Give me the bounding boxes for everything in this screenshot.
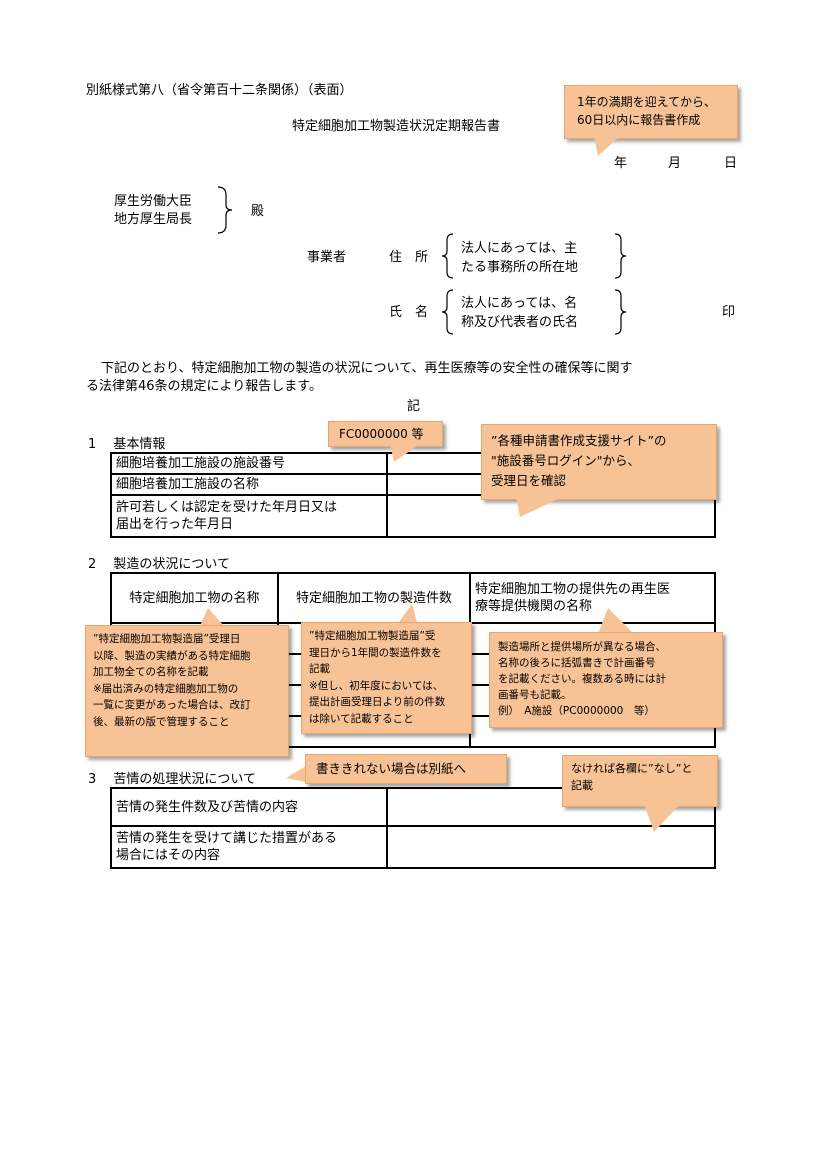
fc-number-text: FC0000000 等 bbox=[339, 427, 424, 441]
none-callout-tail bbox=[644, 804, 680, 832]
count-line-1: ”特定細胞加工物製造届”受 bbox=[309, 630, 436, 642]
names-line-5: 一覧に変更があった場合は、改訂 bbox=[93, 699, 251, 711]
none-line-1: なければ各欄に”なし”と bbox=[571, 762, 693, 775]
col-provider-name-line-2: 療等提供機関の名称 bbox=[475, 599, 593, 614]
facility-number-label: 細胞培養加工施設の施設番号 bbox=[110, 452, 388, 475]
none-line-2: 記載 bbox=[571, 779, 593, 792]
col-provider-name-line-1: 特定細胞加工物の提供先の再生医 bbox=[475, 582, 671, 597]
complaint-count-label: 苦情の発生件数及び苦情の内容 bbox=[110, 787, 388, 827]
separate-callout-tail bbox=[286, 766, 306, 782]
complaint-measures-value[interactable] bbox=[386, 825, 716, 869]
col-provider-name: 特定細胞加工物の提供先の再生医 療等提供機関の名称 bbox=[469, 572, 716, 624]
form-label: 別紙様式第八（省令第百十二条関係）（表面） bbox=[86, 83, 353, 98]
site-line-3: 受理日を確認 bbox=[491, 473, 567, 488]
names-line-1: ”特定細胞加工物製造届”受理日 bbox=[93, 633, 241, 645]
count-line-5: 提出計画受理日より前の件数 bbox=[309, 696, 446, 708]
seal-mark: 印 bbox=[722, 305, 736, 320]
deadline-line-1: 1年の満期を迎えてから、 bbox=[577, 95, 717, 109]
date-month: 月 bbox=[668, 156, 682, 171]
business-label: 事業者 bbox=[307, 250, 347, 265]
place-callout: 製造場所と提供場所が異なる場合、 名称の後ろに括弧書きで計画番号 を記載ください… bbox=[489, 632, 723, 728]
facility-name-label: 細胞培養加工施設の名称 bbox=[110, 473, 388, 496]
fc-number-callout: FC0000000 等 bbox=[328, 421, 443, 447]
place-line-5: 例） A施設（PC0000000 等） bbox=[498, 705, 655, 717]
place-callout-tail bbox=[598, 608, 634, 634]
complaint-measures-line-1: 苦情の発生を受けて講じた措置がある bbox=[116, 831, 338, 846]
place-line-3: を記載ください。複数ある時には計 bbox=[498, 673, 666, 685]
names-callout-tail bbox=[200, 608, 224, 626]
site-callout-tail bbox=[516, 497, 562, 517]
none-callout: なければ各欄に”なし”と 記載 bbox=[562, 755, 718, 807]
site-line-1: ”各種申請書作成支援サイト”の bbox=[491, 433, 667, 448]
deadline-callout: 1年の満期を迎えてから、 60日以内に報告書作成 bbox=[564, 85, 738, 139]
names-line-2: 以降、製造の実績がある特定細胞 bbox=[93, 649, 251, 662]
complaint-measures-line-2: 場合にはその内容 bbox=[116, 848, 221, 863]
count-line-6: は除いて記載すること bbox=[309, 712, 414, 725]
name-brace-left bbox=[441, 289, 454, 335]
addressee-bureau: 地方厚生局長 bbox=[114, 212, 193, 227]
count-line-3: 記載 bbox=[309, 663, 330, 675]
address-note-2: たる事務所の所在地 bbox=[461, 260, 579, 275]
name-note-1: 法人にあっては、名 bbox=[461, 296, 578, 311]
place-line-4: 画番号も記載。 bbox=[498, 689, 572, 701]
section3-heading: 3 苦情の処理状況について bbox=[88, 772, 257, 787]
place-line-2: 名称の後ろに括弧書きで計画番号 bbox=[498, 657, 656, 669]
date-year: 年 bbox=[614, 156, 628, 171]
ki-mark: 記 bbox=[407, 399, 421, 414]
separate-callout: 書ききれない場合は別紙へ bbox=[305, 754, 507, 784]
count-line-2: 理日から1年間の製造件数を bbox=[309, 646, 442, 659]
section1-heading: 1 基本情報 bbox=[88, 437, 166, 452]
count-callout-tail bbox=[396, 604, 418, 626]
fc-number-callout-tail bbox=[390, 444, 420, 462]
intro-line-1: 下記のとおり、特定細胞加工物の製造の状況について、再生医療等の安全性の確保等に関… bbox=[101, 361, 633, 376]
col-product-count: 特定細胞加工物の製造件数 bbox=[277, 572, 471, 624]
col-product-name: 特定細胞加工物の名称 bbox=[110, 572, 279, 624]
addressee-brace bbox=[217, 186, 233, 234]
address-label: 住 所 bbox=[389, 250, 429, 265]
names-line-6: 後、最新の版で管理すること bbox=[93, 715, 230, 728]
names-line-4: ※届出済みの特定細胞加工物の bbox=[93, 682, 239, 695]
intro-line-2: る法律第46条の規定により報告します。 bbox=[86, 379, 322, 394]
address-brace-left bbox=[441, 233, 454, 279]
address-note-1: 法人にあっては、主 bbox=[461, 241, 578, 256]
honorific: 殿 bbox=[251, 204, 265, 219]
addressee-minister: 厚生労働大臣 bbox=[114, 194, 193, 209]
address-brace-right bbox=[614, 233, 627, 279]
names-callout: ”特定細胞加工物製造届”受理日 以降、製造の実績がある特定細胞 加工物全ての名称… bbox=[85, 625, 289, 757]
approval-date-label: 許可若しくは認定を受けた年月日又は 届出を行った年月日 bbox=[110, 494, 388, 538]
separate-text: 書ききれない場合は別紙へ bbox=[316, 761, 467, 776]
site-line-2: "施設番号ログイン"から、 bbox=[491, 453, 640, 468]
count-line-4: ※但し、初年度においては、 bbox=[309, 679, 444, 692]
site-callout: ”各種申請書作成支援サイト”の "施設番号ログイン"から、 受理日を確認 bbox=[481, 424, 717, 500]
names-line-3: 加工物全ての名称を記載 bbox=[93, 666, 209, 678]
name-label: 氏 名 bbox=[389, 305, 429, 320]
complaint-measures-label: 苦情の発生を受けて講じた措置がある 場合にはその内容 bbox=[110, 825, 388, 869]
name-brace-right bbox=[614, 289, 627, 335]
deadline-line-2: 60日以内に報告書作成 bbox=[577, 113, 701, 127]
deadline-callout-tail bbox=[594, 136, 620, 156]
date-day: 日 bbox=[724, 156, 738, 171]
count-callout: ”特定細胞加工物製造届”受 理日から1年間の製造件数を 記載 ※但し、初年度にお… bbox=[301, 622, 472, 734]
section2-heading: 2 製造の状況について bbox=[88, 557, 231, 572]
approval-date-label-line-1: 許可若しくは認定を受けた年月日又は bbox=[116, 500, 338, 515]
approval-date-label-line-2: 届出を行った年月日 bbox=[116, 517, 234, 532]
name-note-2: 称及び代表者の氏名 bbox=[461, 315, 579, 330]
page-title: 特定細胞加工物製造状況定期報告書 bbox=[292, 119, 501, 134]
place-line-1: 製造場所と提供場所が異なる場合、 bbox=[498, 641, 666, 653]
